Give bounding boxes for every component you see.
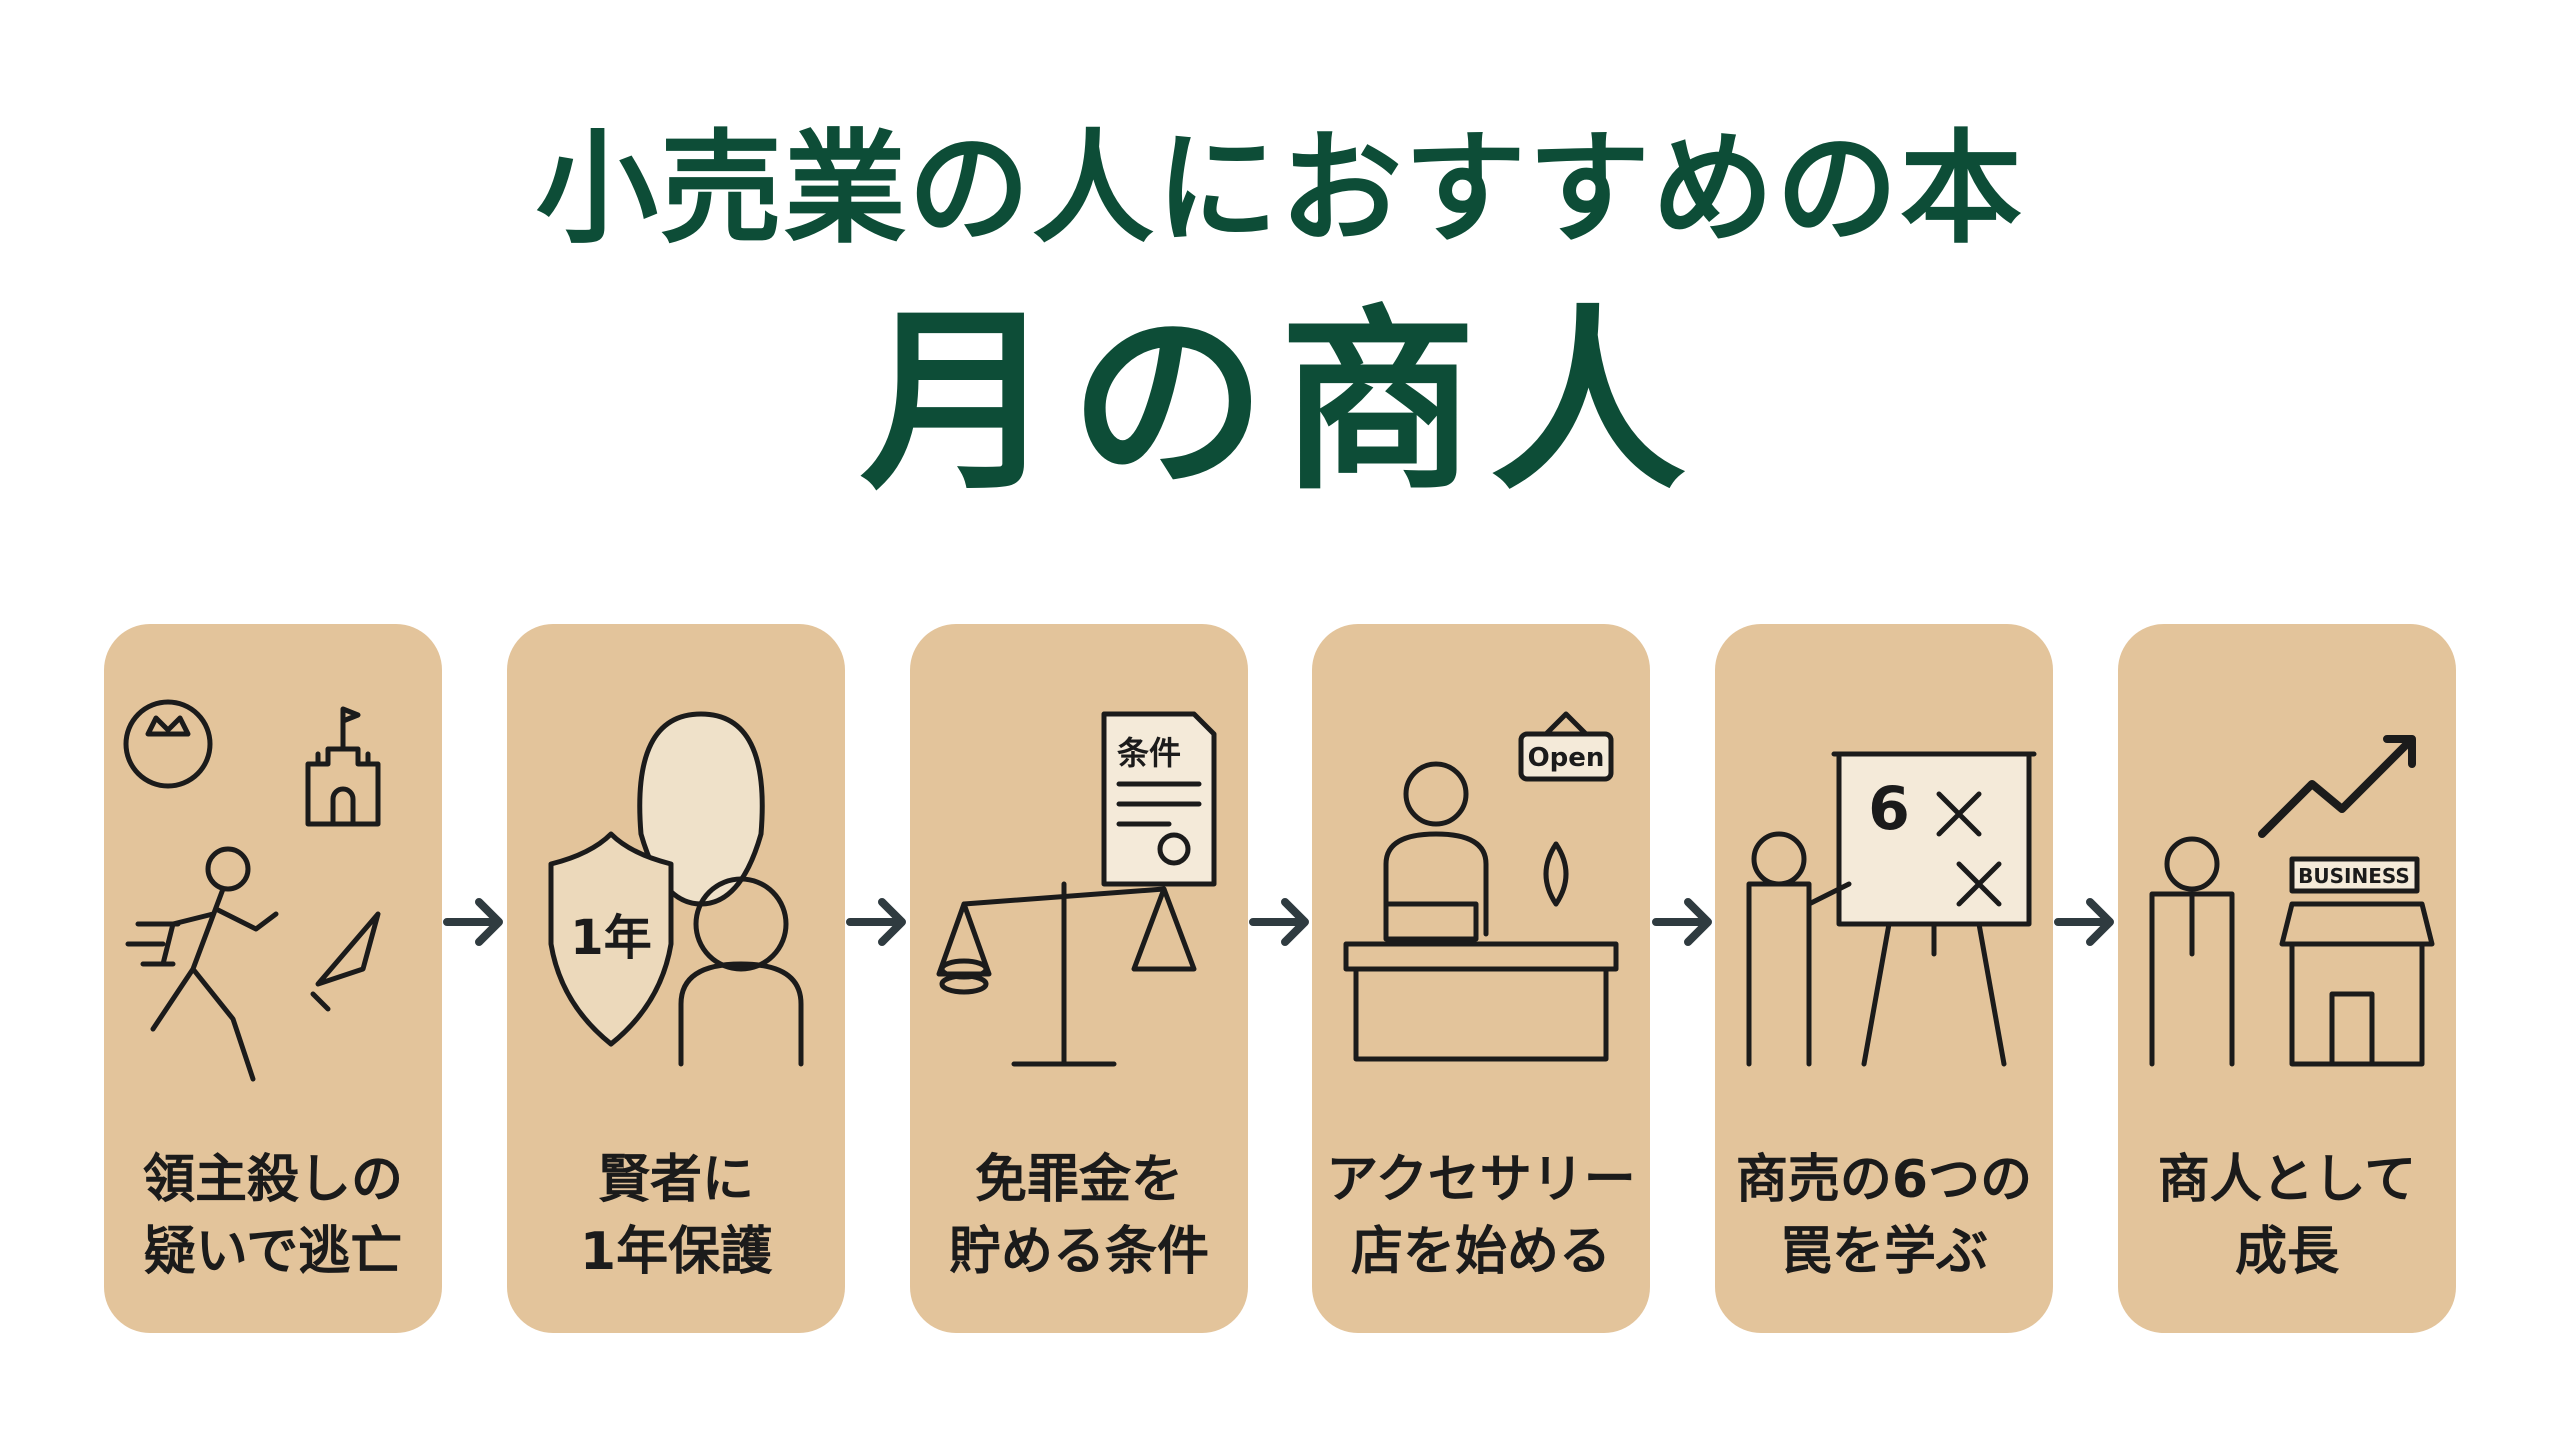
icon-text: 条件 — [1117, 734, 1181, 772]
arrow-right-icon — [2054, 898, 2114, 946]
icon-text: BUSINESS — [2298, 864, 2410, 888]
icon-text: 1年 — [570, 910, 651, 966]
arrow-right-icon — [846, 898, 906, 946]
step-card-1: 領主殺しの 疑いで逃亡 — [104, 624, 442, 1333]
icon-text: 6 — [1868, 774, 1910, 844]
presentation-board-icon: 6 — [1746, 751, 2037, 1067]
step-label: 免罪金を 貯める条件 — [948, 1150, 1209, 1282]
sage-shield-boy-icon: 1年 — [548, 711, 804, 1067]
step-label: 領主殺しの 疑いで逃亡 — [142, 1150, 403, 1282]
book-title: 月の商人 — [859, 289, 1700, 517]
arrow-right-icon — [1652, 898, 1712, 946]
accessory-shop-icon: Open — [1343, 711, 1619, 1062]
step-card-5: 6 商売の6つの 罠を学ぶ — [1715, 624, 2053, 1333]
arrow-right-icon — [1249, 898, 1309, 946]
step-card-6: BUSINESS 商人として 成長 — [2118, 624, 2456, 1333]
step-card-2: 1年 賢者に 1年保護 — [507, 624, 845, 1333]
step-card-4: Open アクセサリー 店を始める — [1312, 624, 1650, 1333]
running-man-castle-dagger-icon — [123, 699, 381, 1082]
page-title: 小売業の人におすすめの本 — [536, 118, 2024, 260]
step-label: 賢者に 1年保護 — [579, 1150, 773, 1282]
step-label: 商人として 成長 — [2157, 1150, 2417, 1282]
step-card-3: 条件 免罪金を 貯める条件 — [910, 624, 1248, 1333]
icon-text: Open — [1528, 743, 1605, 773]
arrow-right-icon — [443, 898, 503, 946]
step-label: アクセサリー 店を始める — [1326, 1150, 1636, 1282]
business-growth-icon: BUSINESS — [2149, 735, 2435, 1067]
scale-contract-icon: 条件 — [936, 711, 1217, 1067]
step-label: 商売の6つの 罠を学ぶ — [1735, 1150, 2033, 1282]
